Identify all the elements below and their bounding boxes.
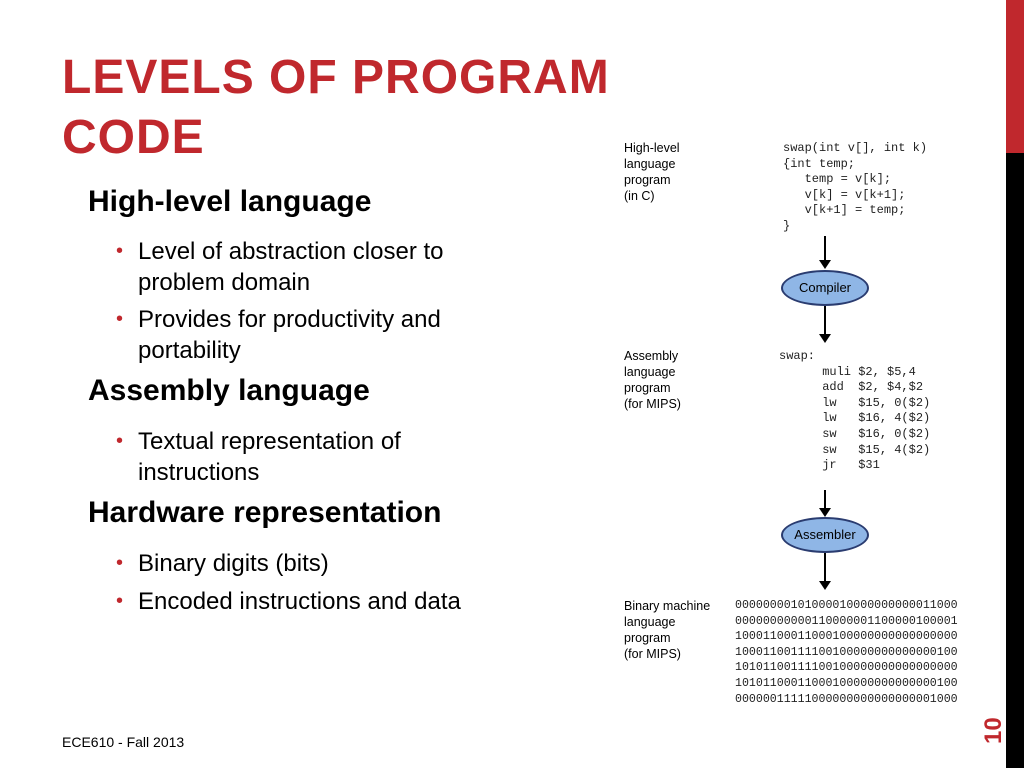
arrow-line <box>824 553 826 583</box>
arrow-down-icon <box>819 260 831 269</box>
bullet-icon: • <box>116 240 124 262</box>
arrow-down-icon <box>819 508 831 517</box>
assembly-program-label: Assembly language program (for MIPS) <box>624 349 681 411</box>
c-code-block: swap(int v[], int k) {int temp; temp = v… <box>783 141 928 233</box>
bullet-text: Textual representation of instructions <box>138 428 401 486</box>
arrow-down-icon <box>819 581 831 590</box>
binary-program-label: Binary machine language program (for MIP… <box>624 599 711 661</box>
arrow-line <box>824 490 826 510</box>
bullet-text: Level of abstraction closer to problem d… <box>138 238 444 296</box>
accent-band-black <box>1006 153 1024 768</box>
assembler-node: Assembler <box>781 517 869 553</box>
bullet-text: Binary digits (bits) <box>138 550 329 577</box>
compiler-node: Compiler <box>781 270 869 306</box>
arrow-line <box>824 306 826 336</box>
high-level-program-label: High-level language program (in C) <box>624 141 680 203</box>
bullet-text: Provides for productivity and portabilit… <box>138 306 441 364</box>
arrow-line <box>824 236 826 262</box>
bullet-text: Encoded instructions and data <box>138 588 461 615</box>
bullet-icon: • <box>116 430 124 452</box>
accent-band-red <box>1006 0 1024 153</box>
page-number: 10 <box>980 717 1007 744</box>
binary-code-block: 00000000101000010000000000011000 0000000… <box>735 599 958 706</box>
asm-code-block: swap: muli $2, $5,4 add $2, $4,$2 lw $15… <box>779 349 931 473</box>
slide-footer: ECE610 - Fall 2013 <box>62 734 185 750</box>
bullet-icon: • <box>116 552 124 574</box>
arrow-down-icon <box>819 334 831 343</box>
section-heading-assembly: Assembly language <box>88 374 370 407</box>
slide-title: LEVELS OF PROGRAM CODE <box>62 51 610 164</box>
bullet-icon: • <box>116 590 124 612</box>
section-heading-high-level: High-level language <box>88 185 372 218</box>
section-heading-hardware: Hardware representation <box>88 496 442 529</box>
bullet-icon: • <box>116 308 124 330</box>
